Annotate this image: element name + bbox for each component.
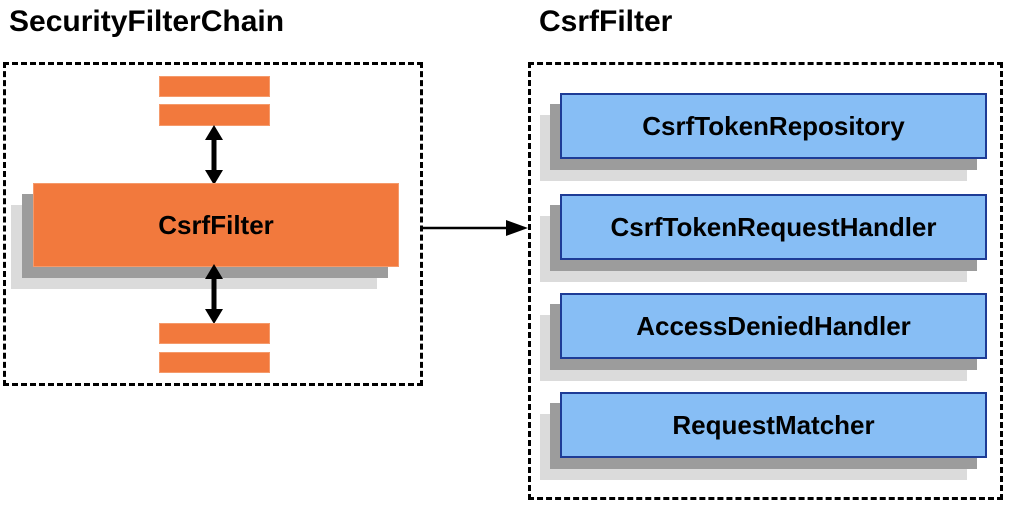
filter-chain-bar-bottom-1 (159, 323, 270, 344)
csrf-token-repository-box: CsrfTokenRepository (560, 93, 987, 159)
csrf-filter-box-label: CsrfFilter (158, 209, 274, 240)
filter-chain-bar-top-2 (159, 104, 270, 126)
filter-chain-bar-top-1 (159, 76, 270, 97)
component-label: RequestMatcher (672, 409, 875, 440)
bidirectional-arrow-icon (193, 125, 235, 185)
flow-arrow-icon (422, 217, 530, 239)
request-matcher-box: RequestMatcher (560, 392, 987, 458)
component-label: AccessDeniedHandler (636, 310, 911, 341)
csrf-filter-title: CsrfFilter (539, 5, 673, 38)
component-label: CsrfTokenRepository (642, 110, 905, 141)
csrf-token-request-handler-box: CsrfTokenRequestHandler (560, 194, 987, 260)
filter-chain-bar-bottom-2 (159, 352, 270, 373)
bidirectional-arrow-icon (193, 264, 235, 324)
security-filter-chain-container (3, 62, 423, 386)
csrf-filter-box: CsrfFilter (33, 183, 399, 267)
security-filter-chain-title: SecurityFilterChain (9, 5, 285, 38)
component-label: CsrfTokenRequestHandler (610, 211, 937, 242)
access-denied-handler-box: AccessDeniedHandler (560, 293, 987, 359)
csrf-filter-container (528, 62, 1003, 500)
